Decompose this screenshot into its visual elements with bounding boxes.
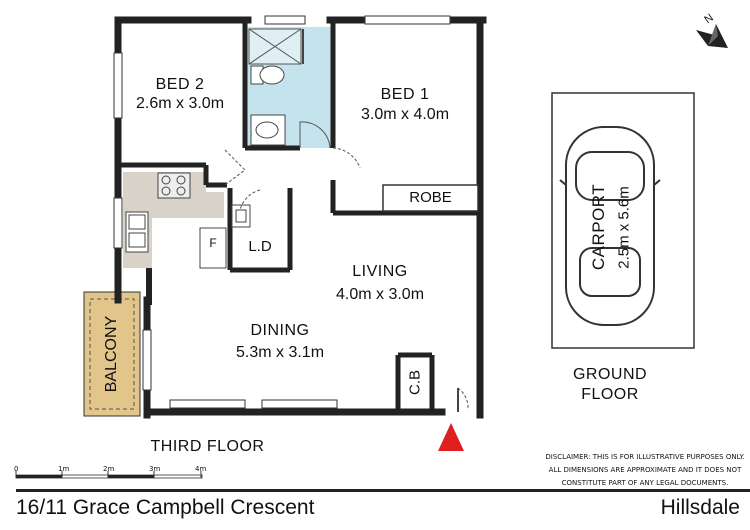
- north-compass-icon: [696, 24, 728, 48]
- third-floor-label: THIRD FLOOR: [150, 438, 265, 455]
- door-swings: [224, 147, 469, 411]
- bathroom-door-swing: [299, 121, 331, 149]
- laundry-tub-icon: [231, 204, 251, 228]
- carport-label: CARPORT: [589, 183, 608, 271]
- property-address: 16/11 Grace Campbell Crescent: [16, 496, 315, 519]
- laundry-label: L.D: [248, 238, 272, 255]
- scale-label-4m: 4m: [195, 465, 207, 473]
- disclaimer-line-1: DISCLAIMER: THIS IS FOR ILLUSTRATIVE PUR…: [545, 453, 745, 461]
- interior-walls: [118, 22, 478, 412]
- bed1-dimensions: 3.0m x 4.0m: [360, 106, 450, 123]
- bathroom-basin-icon: [250, 114, 286, 146]
- balcony-area: [83, 291, 141, 417]
- balcony-inner-outline: [89, 298, 135, 410]
- ground-floor-label-line2: FLOOR: [581, 386, 639, 403]
- robe-outline: [382, 184, 479, 212]
- footer-divider: [16, 489, 750, 492]
- toilet-icon: [250, 65, 285, 85]
- dining-label: DINING: [250, 322, 310, 339]
- scale-label-2m: 2m: [103, 465, 115, 473]
- scale-label-1m: 1m: [58, 465, 70, 473]
- dining-dimensions: 5.3m x 3.1m: [235, 344, 325, 361]
- bed2-dimensions: 2.6m x 3.0m: [135, 95, 225, 112]
- disclaimer-line-3: CONSTITUTE PART OF ANY LEGAL DOCUMENTS.: [561, 479, 729, 487]
- robe-label: ROBE: [409, 189, 452, 206]
- ground-floor-label-line1: GROUND: [572, 366, 648, 383]
- bed2-label: BED 2: [155, 76, 205, 93]
- property-suburb: Hillsdale: [660, 496, 740, 519]
- windows: [113, 15, 451, 409]
- fridge-space: [199, 227, 227, 269]
- scale-bar: [15, 471, 203, 479]
- car-icon: [559, 126, 661, 326]
- cupboard-label: C.B: [406, 370, 424, 396]
- scale-label-0: 0: [14, 465, 19, 473]
- carport-dimensions: 2.5m x 5.6m: [615, 186, 633, 269]
- disclaimer: DISCLAIMER: THIS IS FOR ILLUSTRATIVE PUR…: [545, 452, 745, 488]
- scale-label-3m: 3m: [149, 465, 161, 473]
- fridge-label: F: [209, 236, 217, 250]
- kitchen-sink-icon: [125, 211, 149, 253]
- disclaimer-line-2: ALL DIMENSIONS ARE APPROXIMATE AND IT DO…: [548, 466, 742, 474]
- living-label: LIVING: [352, 263, 408, 280]
- balcony-label: BALCONY: [103, 315, 120, 393]
- cooktop-icon: [157, 172, 191, 199]
- entry-arrow-icon: [438, 423, 464, 451]
- living-dimensions: 4.0m x 3.0m: [335, 286, 425, 303]
- shower-icon: [248, 28, 302, 65]
- bed1-label: BED 1: [380, 86, 430, 103]
